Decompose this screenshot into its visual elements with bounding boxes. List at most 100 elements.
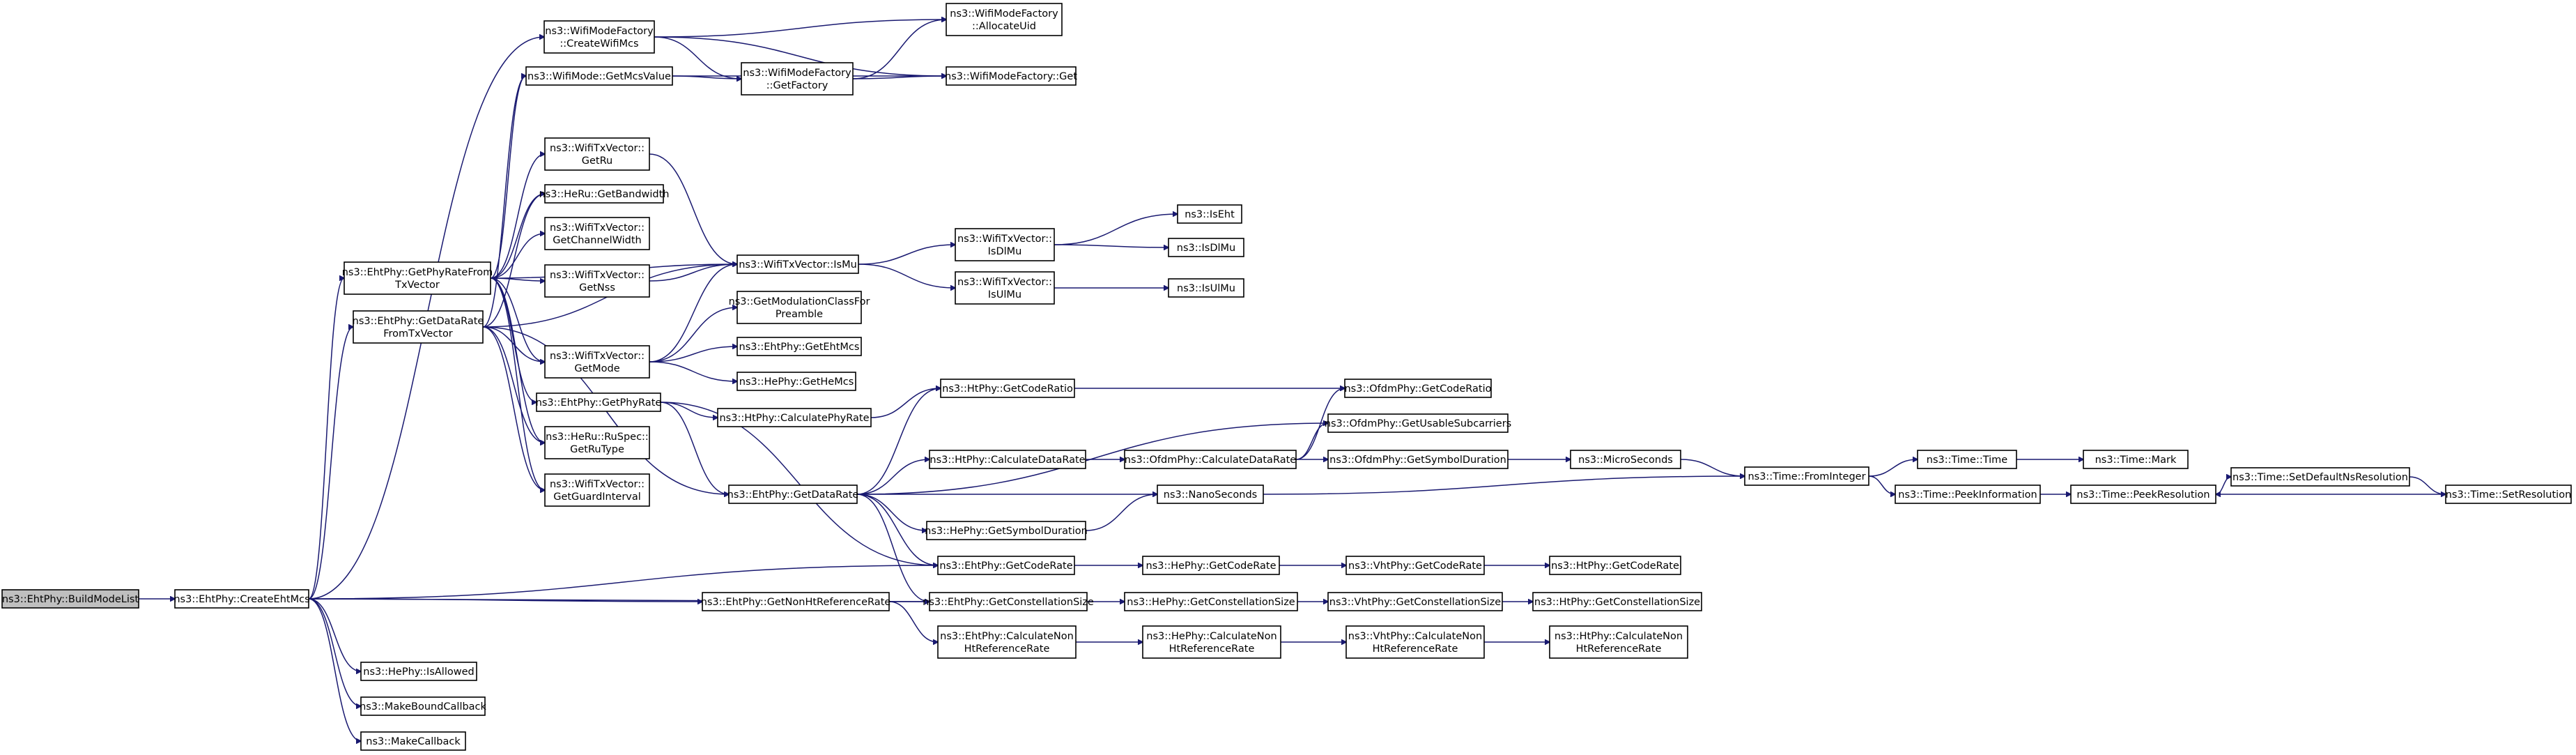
node-is-dl-mu[interactable]: ns3::IsDlMu [1168,238,1244,257]
node-wmf-create-wifi-mcs[interactable]: ns3::WifiModeFactory::CreateWifiMcs [543,20,655,54]
node-nano-seconds[interactable]: ns3::NanoSeconds [1157,485,1264,504]
node-ofdm-calculate-data-rate[interactable]: ns3::OfdmPhy::CalculateDataRate [1124,450,1297,469]
node-box [1177,204,1242,224]
node-eht-get-eht-mcs[interactable]: ns3::EhtPhy::GetEhtMcs [736,337,862,356]
node-label: ns3::WifiMode::GetMcsValue [527,71,671,82]
node-label: ns3::WifiTxVector:: [550,270,645,281]
node-label: ns3::EhtPhy::GetNonHtReferenceRate [701,597,891,608]
node-he-get-code-rate[interactable]: ns3::HePhy::GetCodeRate [1142,556,1280,575]
node-he-get-symbol-duration[interactable]: ns3::HePhy::GetSymbolDuration [925,521,1088,540]
node-box [544,473,650,507]
node-label: ns3::WifiModeFactory [545,26,654,37]
node-wm-get-mcs-value[interactable]: ns3::WifiMode::GetMcsValue [525,66,673,86]
node-ht-get-code-ratio[interactable]: ns3::HtPhy::GetCodeRatio [940,379,1075,398]
node-box [353,310,484,344]
edge-eht-get-data-rate-to-eht-get-code-rate [856,494,938,565]
node-label: ns3::HtPhy::CalculateNon [1555,631,1683,642]
node-txv-get-channel-width[interactable]: ns3::WifiTxVector::GetChannelWidth [544,217,650,250]
node-label: ns3::Time::SetResolution [2446,489,2572,501]
node-he-get-he-mcs[interactable]: ns3::HePhy::GetHeMcs [736,372,856,391]
edge-txv-is-dl-mu-to-is-dl-mu [1054,244,1169,247]
node-time-from-integer[interactable]: ns3::Time::FromInteger [1744,466,1869,486]
node-ofdm-get-usable-subcarriers[interactable]: ns3::OfdmPhy::GetUsableSubcarriers [1325,413,1511,433]
node-is-ul-mu[interactable]: ns3::IsUlMu [1168,278,1244,298]
edge-eht-get-data-rate-to-ofdm-get-usable-subcarriers [856,423,1328,495]
node-txv-get-mode[interactable]: ns3::WifiTxVector::GetMode [544,345,650,379]
node-eht-get-non-ht-reference-rate[interactable]: ns3::EhtPhy::GetNonHtReferenceRate [701,592,891,611]
node-txv-is-ul-mu[interactable]: ns3::WifiTxVector::IsUlMu [955,271,1055,305]
node-ofdm-get-symbol-duration[interactable]: ns3::OfdmPhy::GetSymbolDuration [1327,450,1509,469]
edge-wmf-get-factory-to-wmf-allocate-uid [852,20,946,79]
node-label: ns3::WifiModeFactory::Get [945,71,1077,82]
edge-txv-get-ru-to-txv-is-mu [649,153,737,264]
node-eht-get-code-rate[interactable]: ns3::EhtPhy::GetCodeRate [937,556,1075,575]
node-ht-calculate-phy-rate[interactable]: ns3::HtPhy::CalculatePhyRate [717,408,872,427]
node-time-time[interactable]: ns3::Time::Time [1917,450,2017,469]
node-box [946,66,1077,86]
edge-eht-get-data-rate-to-eht-get-constellation-size [856,494,930,602]
node-micro-seconds[interactable]: ns3::MicroSeconds [1570,450,1681,469]
node-he-ru-get-ru-type[interactable]: ns3::HeRu::RuSpec::GetRuType [544,426,650,459]
node-label: ns3::HtPhy::GetCodeRatio [942,383,1073,395]
node-ht-calculate-data-rate[interactable]: ns3::HtPhy::CalculateDataRate [929,450,1086,469]
node-time-peek-resolution[interactable]: ns3::Time::PeekResolution [2070,485,2216,504]
node-make-callback[interactable]: ns3::MakeCallback [360,731,466,751]
node-txv-get-ru[interactable]: ns3::WifiTxVector::GetRu [544,137,650,171]
node-box [1744,466,1869,486]
node-label: ns3::IsDlMu [1177,243,1235,254]
node-time-set-resolution[interactable]: ns3::Time::SetResolution [2445,485,2572,504]
node-label: ns3::EhtPhy::BuildModeList [2,594,139,605]
node-make-bound-callback[interactable]: ns3::MakeBoundCallback [360,696,487,716]
edge-wmf-create-wifi-mcs-to-wmf-allocate-uid [654,20,946,38]
node-txv-get-guard-interval[interactable]: ns3::WifiTxVector::GetGuardInterval [544,473,650,507]
node-is-eht[interactable]: ns3::IsEht [1177,204,1242,224]
node-box [1142,556,1280,575]
node-eht-get-constellation-size[interactable]: ns3::EhtPhy::GetConstellationSize [923,592,1094,611]
node-time-peek-information[interactable]: ns3::Time::PeekInformation [1895,485,2041,504]
edge-eht-get-phy-rate-from-tx-vector-to-txv-get-ru [490,154,545,279]
node-eht-get-phy-rate[interactable]: ns3::EhtPhy::GetPhyRate [536,392,662,412]
edge-eht-get-data-rate-to-ht-calculate-data-rate [856,459,930,495]
node-label: ns3::Time::Time [1927,455,2008,466]
node-txv-is-dl-mu[interactable]: ns3::WifiTxVector::IsDlMu [955,228,1055,261]
node-ht-get-code-rate[interactable]: ns3::HtPhy::GetCodeRate [1549,556,1681,575]
node-time-set-default-ns-resolution[interactable]: ns3::Time::SetDefaultNsResolution [2230,467,2410,487]
node-he-get-constellation-size[interactable]: ns3::HePhy::GetConstellationSize [1124,592,1298,611]
node-box [1549,556,1681,575]
node-box [1345,556,1485,575]
edge-eht-get-data-rate-from-tx-vector-to-he-ru-get-ru-type [482,326,545,443]
edge-time-peek-resolution-to-time-set-default-ns-resolution [2215,477,2231,495]
edge-eht-get-data-rate-from-tx-vector-to-he-ru-get-bandwidth [482,194,545,328]
edge-wmf-create-wifi-mcs-to-wmf-get-factory [654,36,741,79]
node-ofdm-get-code-ratio[interactable]: ns3::OfdmPhy::GetCodeRatio [1344,379,1492,398]
node-he-is-allowed[interactable]: ns3::HePhy::IsAllowed [360,662,477,681]
edge-txv-is-mu-to-txv-is-ul-mu [858,264,955,288]
edge-eht-get-phy-rate-from-tx-vector-to-txv-get-mode [490,277,545,362]
node-txv-get-nss[interactable]: ns3::WifiTxVector::GetNss [544,264,650,298]
node-build-mode-list[interactable]: ns3::EhtPhy::BuildModeList [1,589,139,609]
node-ht-get-constellation-size[interactable]: ns3::HtPhy::GetConstellationSize [1532,592,1702,611]
node-wmf-allocate-uid[interactable]: ns3::WifiModeFactory::AllocateUid [946,3,1063,36]
node-vht-get-constellation-size[interactable]: ns3::VhtPhy::GetConstellationSize [1327,592,1503,611]
node-wmf-get-factory[interactable]: ns3::WifiModeFactory::GetFactory [741,62,854,96]
node-wmf-get[interactable]: ns3::WifiModeFactory::Get [945,66,1077,86]
node-txv-is-mu[interactable]: ns3::WifiTxVector::IsMu [736,254,859,274]
node-vht-get-code-rate[interactable]: ns3::VhtPhy::GetCodeRate [1345,556,1485,575]
node-label: ns3::HePhy::GetConstellationSize [1127,597,1295,608]
node-he-ru-get-bandwidth[interactable]: ns3::HeRu::GetBandwidth [539,184,670,204]
node-label: ns3::WifiTxVector:: [957,234,1052,245]
edge-eht-get-data-rate-to-he-get-symbol-duration [856,494,927,531]
edge-eht-get-data-rate-from-tx-vector-to-txv-get-guard-interval [482,326,545,490]
node-eht-get-data-rate[interactable]: ns3::EhtPhy::GetDataRate [727,485,859,504]
node-box [937,625,1077,659]
node-time-mark[interactable]: ns3::Time::Mark [2083,450,2189,469]
node-box [544,184,664,204]
node-create-eht-mcs[interactable]: ns3::EhtPhy::CreateEhtMcs [173,589,310,609]
